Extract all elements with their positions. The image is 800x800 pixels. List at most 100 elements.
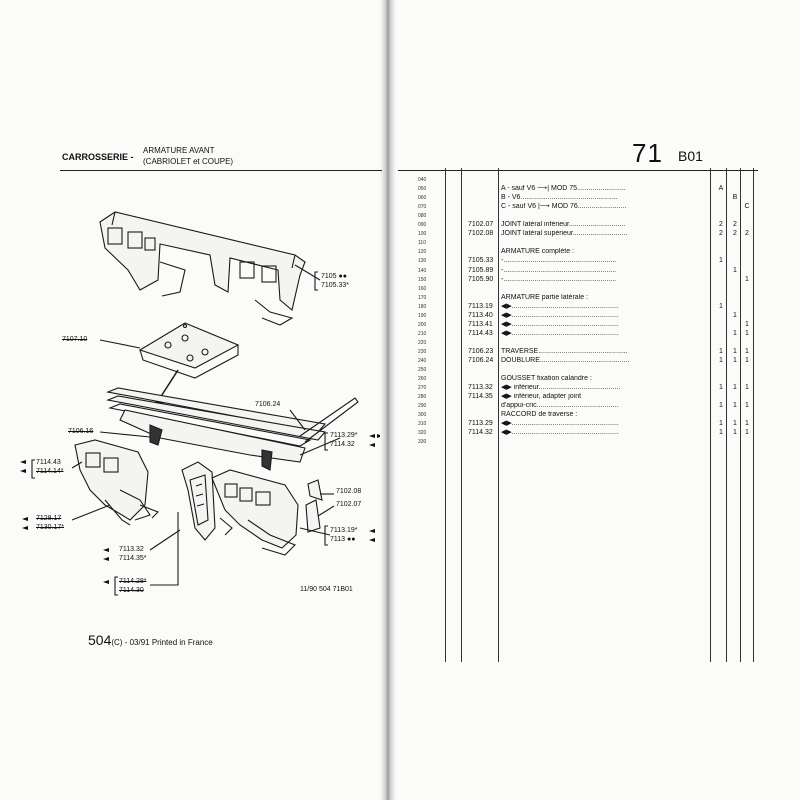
front-armature-part bbox=[99, 211, 306, 326]
qty-column-c: 1 bbox=[745, 357, 749, 364]
row-line-number: 140 bbox=[418, 267, 427, 274]
label-7130-17: 7130.17* bbox=[36, 524, 65, 531]
part-description: -.......................................… bbox=[501, 266, 617, 274]
label-7114-43: 7114.43 bbox=[36, 459, 61, 466]
row-line-number: 230 bbox=[418, 348, 427, 355]
part-reference: 7105.90 bbox=[468, 275, 494, 283]
part-reference: 7113.29 bbox=[468, 420, 493, 428]
column-rule-4 bbox=[710, 168, 711, 662]
parts-diagram bbox=[20, 211, 380, 596]
label-7106-24: 7106.24 bbox=[255, 401, 281, 408]
qty-column-b: 1 bbox=[733, 266, 737, 274]
left-side-panel-part bbox=[74, 439, 159, 526]
qty-column-a: 1 bbox=[719, 347, 723, 355]
row-line-number: 050 bbox=[418, 186, 427, 193]
label-7113-29: 7113.29* bbox=[330, 432, 358, 439]
label-7128-17: 7128.17 bbox=[36, 515, 62, 522]
part-reference: 7105.89 bbox=[468, 266, 494, 274]
part-description: ◀▶......................................… bbox=[501, 429, 619, 437]
qty-column-b: 2 bbox=[733, 230, 737, 238]
part-description: A - sauf V6 ⟶| MOD 75...................… bbox=[501, 185, 626, 193]
table-row: 110 bbox=[393, 239, 800, 247]
header-rule-right bbox=[398, 170, 758, 171]
table-row: 270 7113.32 ◀▶ inférieur..................… bbox=[393, 384, 800, 392]
center-bracket-part bbox=[181, 461, 216, 541]
part-description: GOUSSET fixation calandre : bbox=[501, 375, 592, 383]
table-row: 160 bbox=[393, 285, 800, 293]
row-line-number: 200 bbox=[418, 321, 427, 328]
qty-column-a: 1 bbox=[719, 302, 723, 310]
part-reference: 7106.23 bbox=[468, 347, 494, 355]
footer-print-info: (C) - 03/91 Printed in France bbox=[111, 638, 213, 647]
part-description: DOUBLURE................................… bbox=[501, 357, 630, 364]
header-rule-left bbox=[60, 170, 382, 171]
part-reference: 7113.41 bbox=[468, 320, 493, 328]
qty-column-a: 1 bbox=[719, 429, 723, 437]
joint-upper-part bbox=[307, 479, 323, 501]
qty-column-b: 1 bbox=[733, 420, 737, 428]
part-reference: 7113.40 bbox=[468, 311, 493, 319]
part-description: ◀▶......................................… bbox=[501, 311, 619, 319]
part-reference: 7114.35 bbox=[468, 393, 493, 401]
part-reference: 7105.33 bbox=[468, 257, 494, 265]
qty-column-a: 1 bbox=[719, 420, 723, 428]
qty-column-c: 1 bbox=[745, 402, 749, 410]
qty-column-b: 1 bbox=[733, 429, 737, 437]
table-row: 190 7113.40 ◀▶............................… bbox=[393, 312, 800, 320]
part-description: ◀▶......................................… bbox=[501, 320, 619, 328]
table-row: 050 A - sauf V6 ⟶| MOD 75................… bbox=[393, 185, 800, 193]
page-title-line1: ARMATURE AVANT bbox=[143, 146, 215, 155]
label-7102-07: 7102.07 bbox=[336, 501, 362, 508]
row-line-number: 070 bbox=[418, 204, 427, 211]
page-title-line2: (CABRIOLET et COUPE) bbox=[143, 157, 234, 166]
label-7107-10: 7107.10 bbox=[62, 336, 88, 343]
row-line-number: 280 bbox=[418, 394, 427, 401]
row-line-number: 300 bbox=[418, 412, 427, 419]
table-row: 200 7113.41 ◀▶............................… bbox=[393, 321, 800, 329]
row-line-number: 150 bbox=[418, 276, 427, 283]
column-rule-2 bbox=[461, 168, 462, 662]
part-reference: 7113.19 bbox=[468, 302, 493, 310]
table-row: 220 bbox=[393, 339, 800, 347]
qty-column-a: 1 bbox=[719, 257, 723, 265]
row-line-number: 110 bbox=[418, 240, 426, 247]
part-reference: 7114.32 bbox=[468, 429, 493, 437]
row-line-number: 270 bbox=[418, 385, 427, 392]
row-line-number: 170 bbox=[418, 294, 427, 301]
part-description: ◀▶ inférieur............................… bbox=[501, 384, 621, 392]
part-description: C - sauf V6 |⟶ MOD 76...................… bbox=[501, 203, 627, 211]
label-7114-28: 7114.28* bbox=[119, 578, 147, 585]
qty-column-a: A bbox=[718, 185, 724, 193]
qty-column-c: 1 bbox=[745, 275, 749, 283]
row-line-number: 190 bbox=[418, 312, 427, 319]
table-row: 040 bbox=[393, 176, 800, 184]
group-number: 71 bbox=[632, 138, 663, 168]
part-description: ARMATURE complète : bbox=[501, 248, 574, 256]
row-line-number: 060 bbox=[418, 195, 427, 202]
row-line-number: 090 bbox=[418, 222, 427, 229]
qty-column-b: 1 bbox=[733, 311, 737, 319]
label-7105: 7105 ●● bbox=[321, 273, 347, 280]
column-rule-7 bbox=[753, 168, 754, 662]
part-reference: 7106.24 bbox=[468, 357, 494, 364]
part-description: JOINT latéral inférieur.................… bbox=[501, 221, 626, 229]
part-reference: 7102.08 bbox=[468, 230, 494, 238]
label-7102-08: 7102.08 bbox=[336, 488, 362, 495]
qty-column-c: C bbox=[744, 203, 750, 211]
qty-column-b: 1 bbox=[733, 357, 737, 364]
part-reference: 7113.32 bbox=[468, 384, 493, 392]
row-line-number: 040 bbox=[418, 177, 427, 183]
row-line-number: 120 bbox=[418, 249, 427, 256]
book-gutter bbox=[380, 0, 396, 800]
